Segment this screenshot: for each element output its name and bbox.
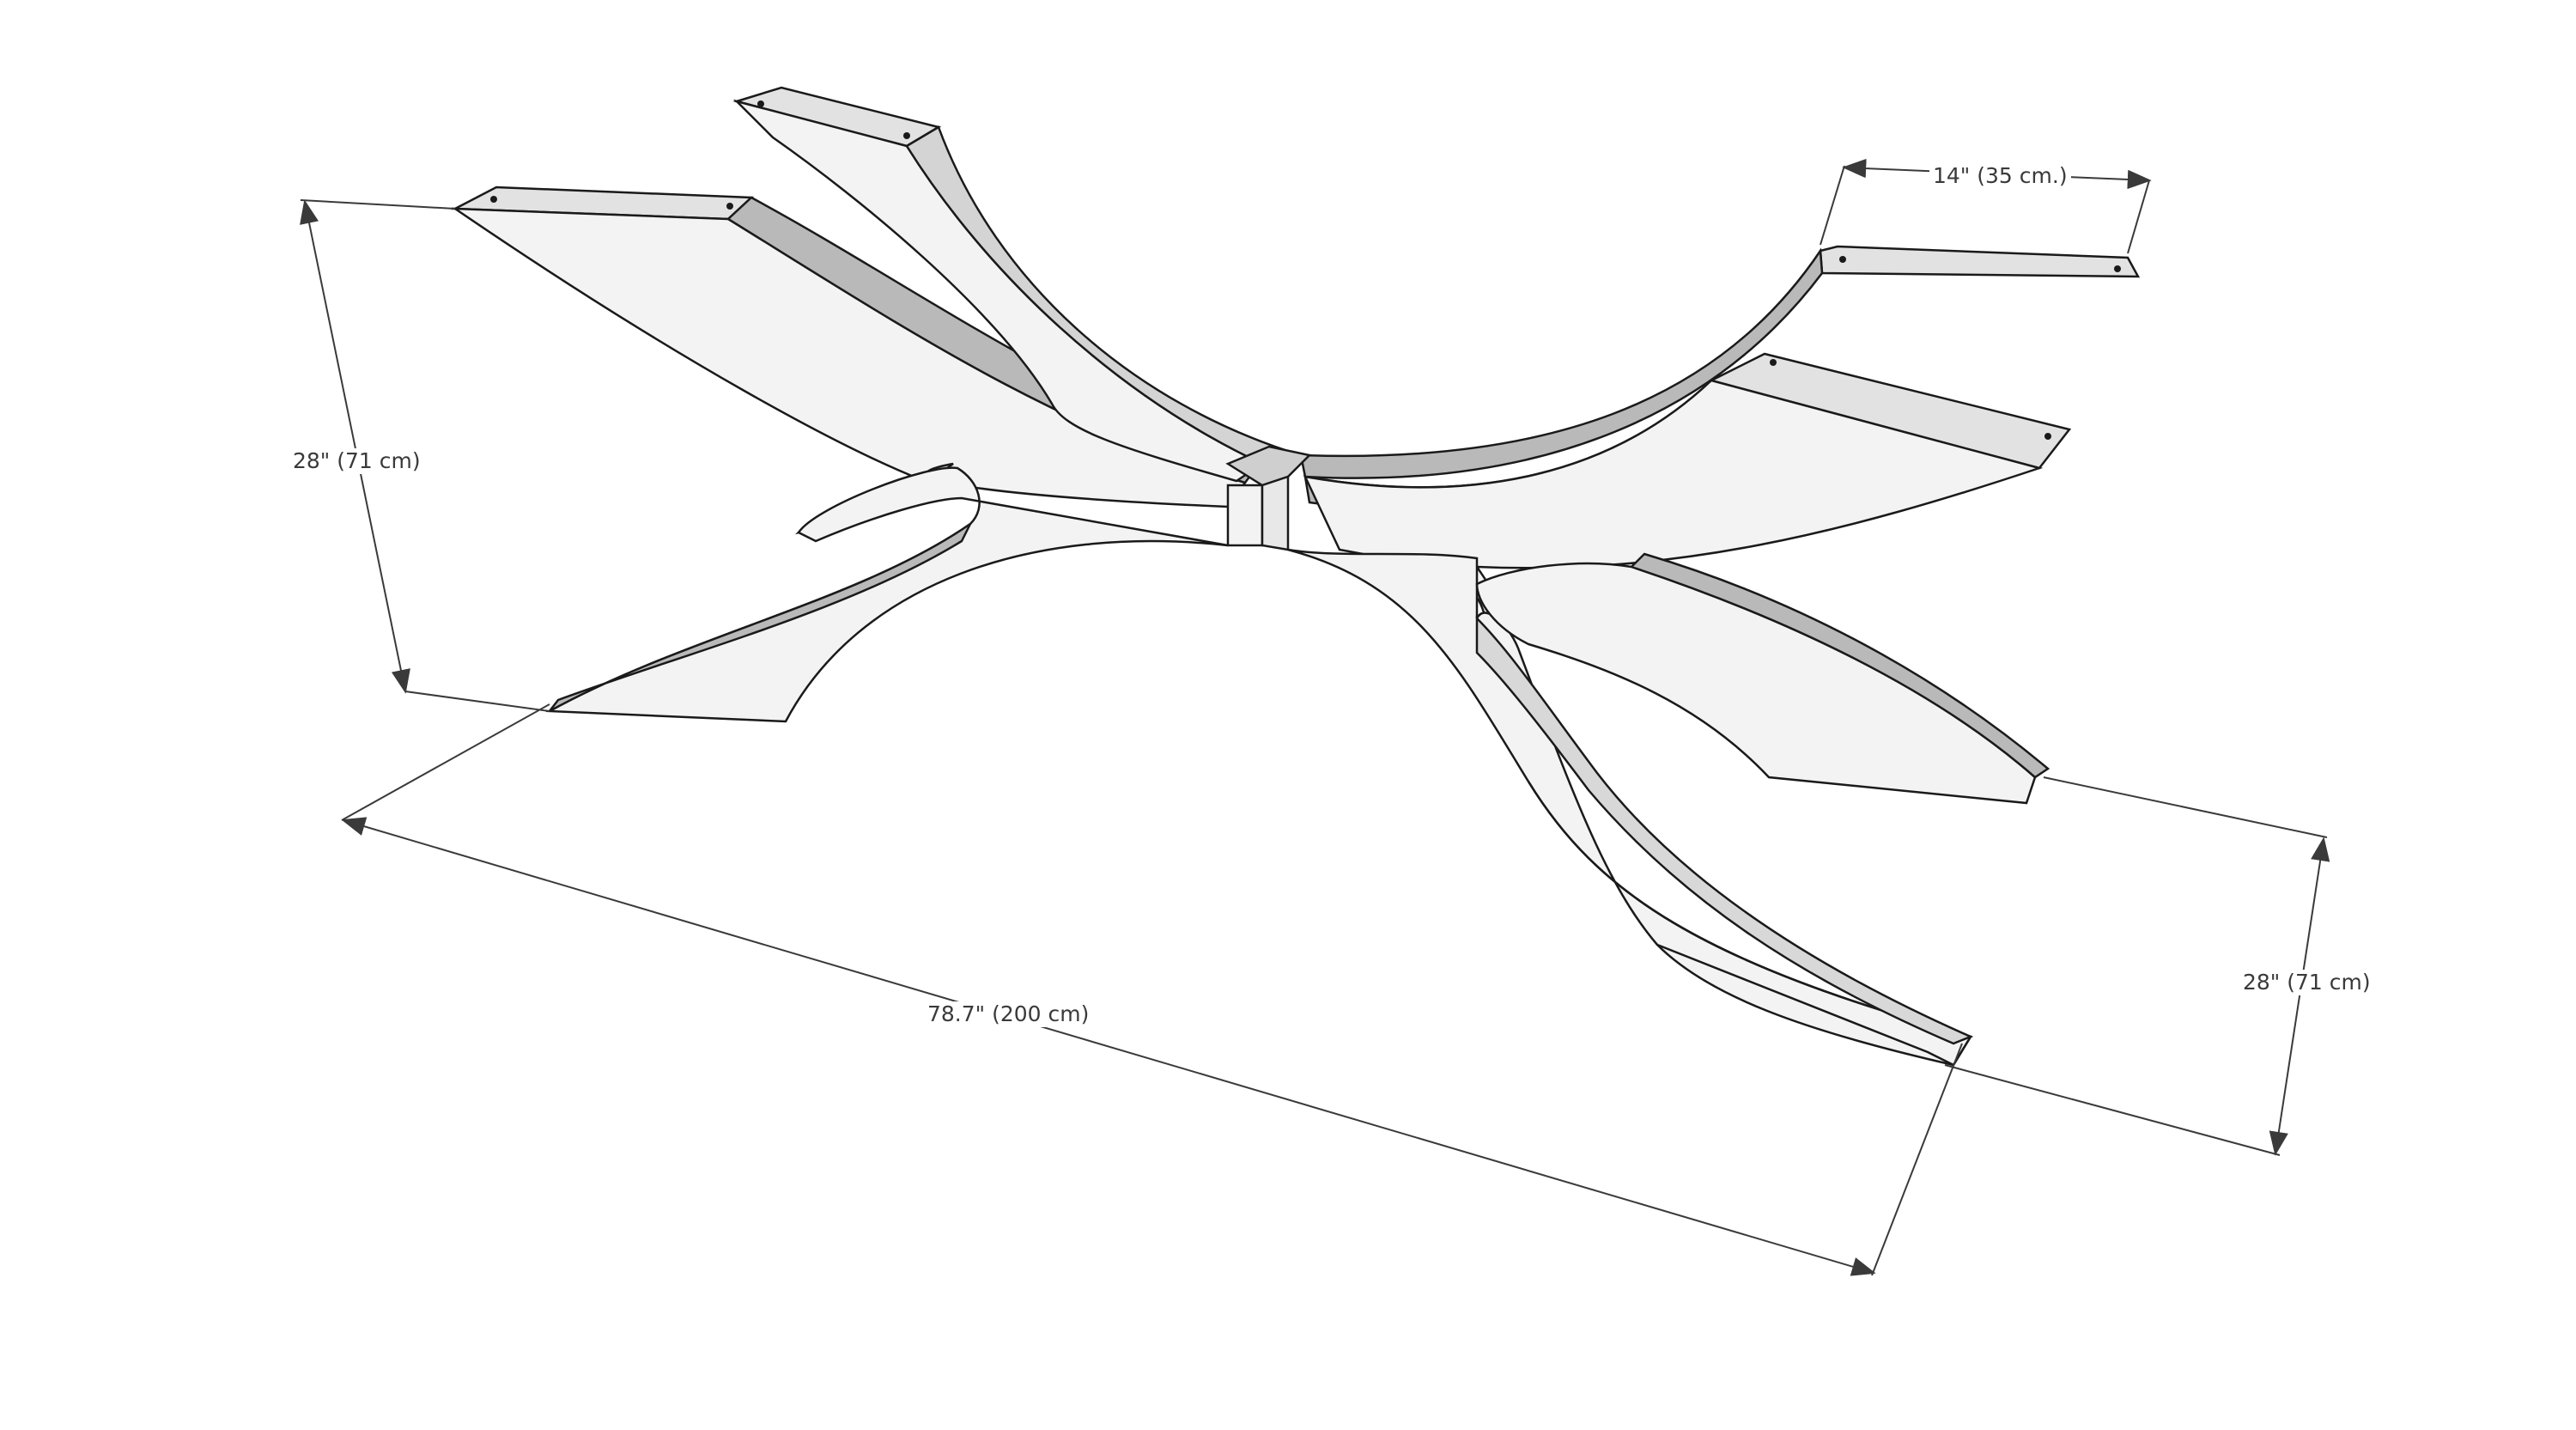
leg-right (1475, 552, 2050, 805)
dimension-label-width-top: 14" (35 cm.) (1929, 163, 2071, 189)
mounting-hole (2044, 433, 2051, 440)
leg-back-right-top-plate (1819, 245, 2141, 278)
extension-line (2127, 180, 2150, 254)
mounting-hole (1839, 256, 1846, 263)
mounting-hole (726, 203, 733, 210)
leg-back-right-band (1299, 247, 1824, 479)
extension-line (1871, 1043, 1963, 1276)
mounting-hole (757, 100, 764, 107)
leg-right-band (1629, 552, 2050, 779)
dimension-label-height-right: 28" (71 cm) (2239, 970, 2374, 995)
center-hub (1225, 445, 1312, 551)
leg-back-left (451, 186, 1263, 535)
leg-back-center (732, 86, 1305, 483)
center-hub-front-left (1226, 484, 1264, 547)
leg-back-right (1299, 245, 2141, 479)
dimension-line-height-left (300, 199, 410, 694)
mounting-hole (903, 132, 910, 139)
extension-line (1820, 165, 1845, 246)
dimension-label-length: 78.7" (200 cm) (924, 1001, 1093, 1027)
extension-line (1944, 1064, 2281, 1156)
dimension-lines (300, 158, 2330, 1276)
extension-line (404, 691, 550, 712)
leg-front-left-face (545, 466, 1229, 723)
dimension-label-height-left: 28" (71 cm) (289, 448, 424, 474)
dimension-line-height-right (2269, 837, 2330, 1156)
dimension-line-length (341, 817, 1876, 1276)
extension-line (341, 703, 550, 821)
leg-front-left (545, 466, 1229, 723)
leg-front-center-inner-band (1475, 615, 1974, 1045)
leg-front-right (1303, 352, 2072, 621)
leg-front-left-band (549, 522, 972, 713)
mounting-hole (490, 196, 497, 203)
center-hub-front-right (1261, 475, 1290, 551)
mounting-holes (490, 100, 2121, 440)
mounting-hole (1770, 359, 1777, 366)
extension-line (2043, 776, 2328, 838)
extension-line (300, 199, 456, 210)
mounting-hole (2114, 265, 2121, 272)
